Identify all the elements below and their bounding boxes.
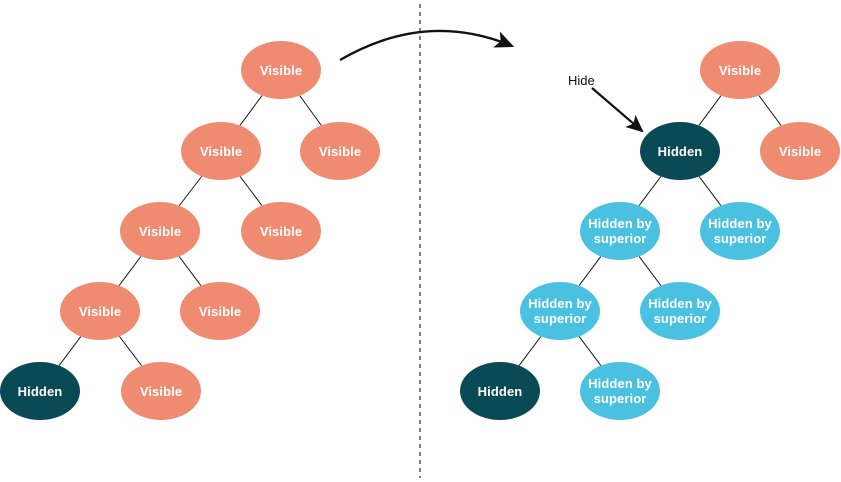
tree-edge: [578, 256, 602, 286]
tree-edge: [758, 95, 782, 126]
tree-edge: [239, 176, 263, 206]
tree-node-hidden[interactable]: Hidden: [640, 122, 720, 180]
tree-edge: [578, 336, 602, 366]
tree-node-hidden-by-superior[interactable]: Hidden by superior: [580, 202, 660, 260]
node-label: Hidden: [657, 143, 703, 159]
node-label: Visible: [259, 223, 303, 239]
tree-edge: [698, 95, 722, 126]
tree-edge: [178, 176, 203, 206]
tree-node-hidden-by-superior[interactable]: Hidden by superior: [520, 282, 600, 340]
tree-edge: [698, 176, 722, 206]
tree-node-visible[interactable]: Visible: [60, 282, 140, 340]
tree-edge: [118, 336, 143, 366]
tree-node-visible[interactable]: Visible: [180, 282, 260, 340]
node-label: Hidden: [17, 383, 63, 399]
tree-edges: [58, 95, 782, 366]
tree-node-visible[interactable]: Visible: [181, 122, 261, 180]
tree-node-visible[interactable]: Visible: [121, 362, 201, 420]
tree-node-visible[interactable]: Visible: [300, 122, 380, 180]
node-label: Visible: [259, 62, 303, 78]
tree-node-visible[interactable]: Visible: [700, 41, 780, 99]
tree-node-hidden-by-superior[interactable]: Hidden by superior: [700, 202, 780, 260]
hide-arrow: [591, 87, 644, 133]
tree-edge: [178, 256, 202, 286]
node-label: Hidden by superior: [588, 216, 652, 246]
tree-node-hidden[interactable]: Hidden: [0, 362, 80, 420]
tree-node-visible[interactable]: Visible: [120, 202, 200, 260]
tree-edge: [638, 256, 662, 286]
node-label: Hidden by superior: [588, 376, 652, 406]
hide-annotation-label: Hide: [568, 73, 595, 88]
tree-node-hidden-by-superior[interactable]: Hidden by superior: [580, 362, 660, 420]
node-label: Hidden: [477, 383, 523, 399]
tree-edge: [118, 256, 142, 286]
node-label: Visible: [78, 303, 122, 319]
node-label: Hidden by superior: [708, 216, 772, 246]
node-label: Visible: [778, 143, 822, 159]
tree-node-visible[interactable]: Visible: [241, 41, 321, 99]
node-label: Hidden by superior: [648, 296, 712, 326]
tree-node-visible[interactable]: Visible: [241, 202, 321, 260]
node-label: Visible: [139, 383, 183, 399]
curved-transition-arrow: [339, 29, 515, 62]
node-label: Visible: [138, 223, 182, 239]
tree-edge: [58, 336, 82, 366]
node-label: Visible: [199, 143, 243, 159]
tree-edge: [638, 176, 662, 206]
node-label: Visible: [318, 143, 362, 159]
tree-node-hidden[interactable]: Hidden: [460, 362, 540, 420]
tree-edge: [518, 336, 542, 366]
tree-edge: [299, 95, 322, 126]
tree-node-hidden-by-superior[interactable]: Hidden by superior: [640, 282, 720, 340]
tree-edge: [239, 95, 263, 126]
tree-node-visible[interactable]: Visible: [760, 122, 840, 180]
node-label: Visible: [198, 303, 242, 319]
node-label: Visible: [718, 62, 762, 78]
node-label: Hidden by superior: [528, 296, 592, 326]
